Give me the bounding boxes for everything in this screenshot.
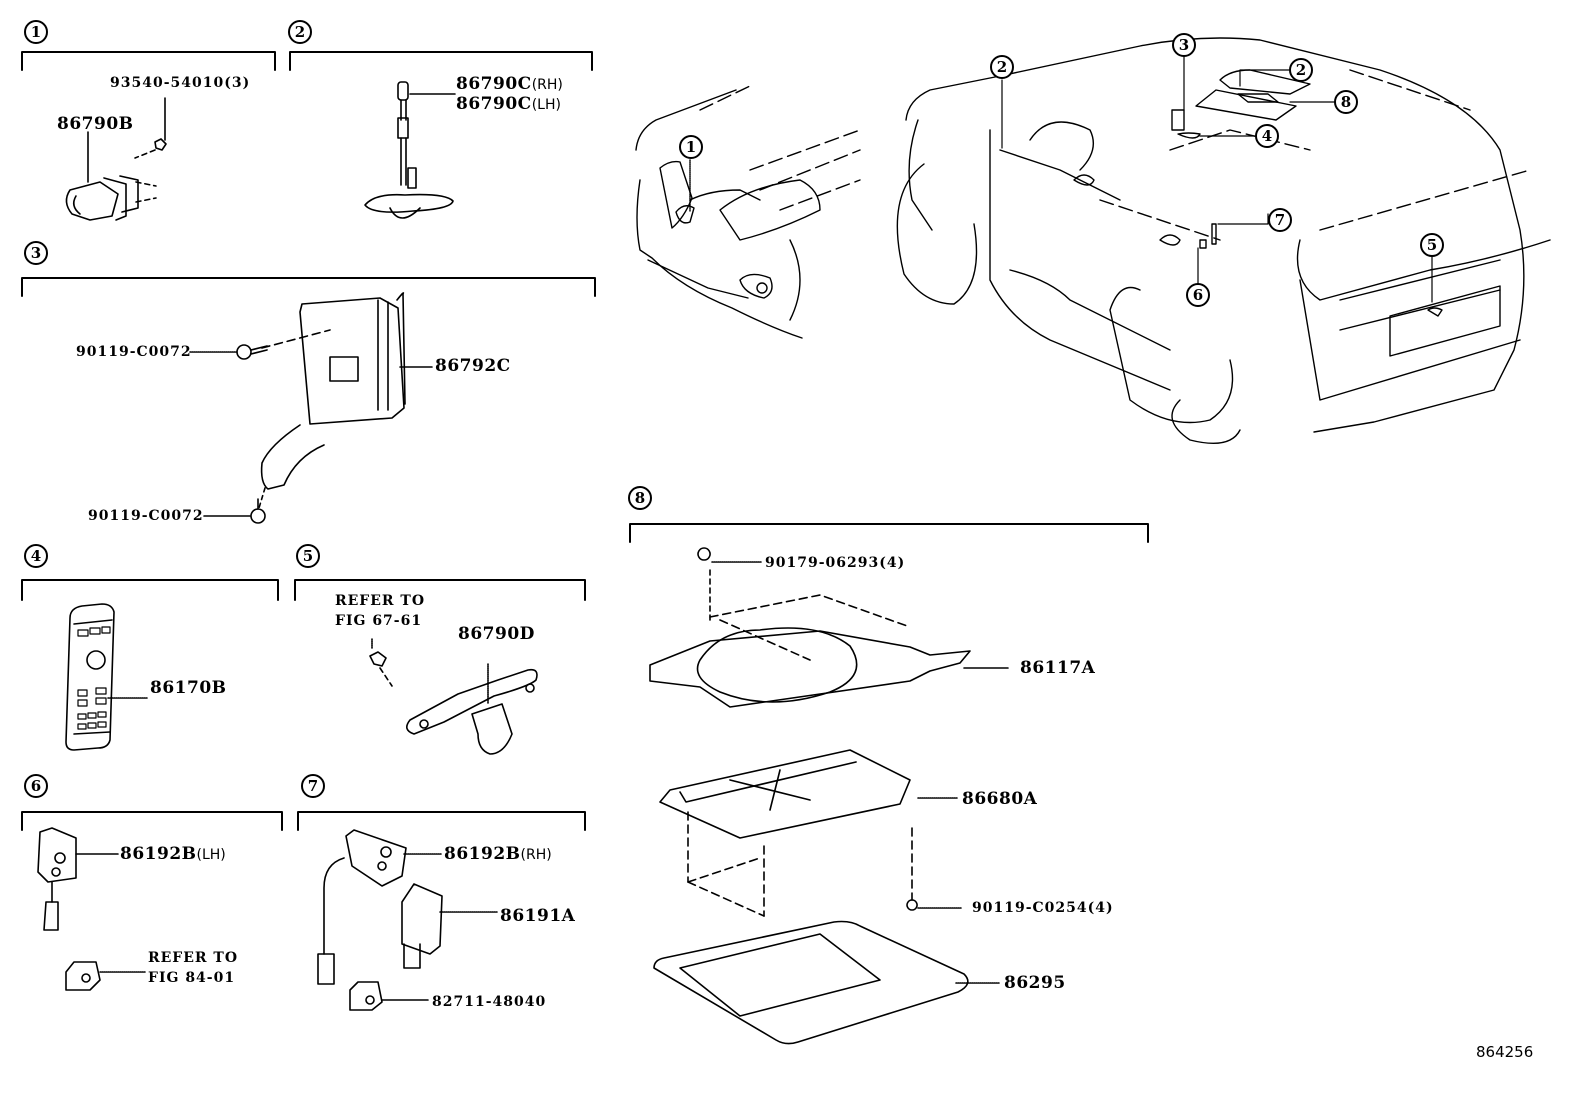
part-label-86790C-lh[interactable]: 86790C(LH) <box>456 96 561 113</box>
group-callout-7: 7 <box>301 774 325 798</box>
bracket-5 <box>294 579 586 601</box>
bracket-6 <box>21 811 283 831</box>
front-vehicle-view <box>635 85 861 339</box>
part-label-93540-54010[interactable]: 93540-54010(3) <box>110 76 250 90</box>
part-side: (RH) <box>531 77 563 93</box>
part-number: 86790C <box>456 94 532 114</box>
part-label-86680A[interactable]: 86680A <box>962 789 1038 809</box>
group-brackets <box>21 51 1149 831</box>
part-label-86792C[interactable]: 86792C <box>435 356 511 376</box>
part-label-90179-06293[interactable]: 90179-06293(4) <box>765 556 905 570</box>
bracket-8 <box>629 523 1149 543</box>
group-callout-4: 4 <box>24 544 48 568</box>
reference-line-2: FIG 84-01 <box>148 970 236 986</box>
group-callout-1: 1 <box>24 20 48 44</box>
reference-line-1: REFER TO <box>335 593 426 609</box>
part-number: 93540-54010 <box>110 75 225 91</box>
vehicle-callout-2-rear[interactable]: 2 <box>1289 58 1313 82</box>
vehicle-leader-lines <box>1001 55 1433 303</box>
part-label-86192B-lh[interactable]: 86192B(LH) <box>120 846 226 863</box>
vehicle-callout-5[interactable]: 5 <box>1420 233 1444 257</box>
part-number: 90179-06293 <box>765 555 880 571</box>
group-callout-2: 2 <box>288 20 312 44</box>
group-callout-6: 6 <box>24 774 48 798</box>
rear-vehicle-view <box>896 37 1551 444</box>
part-number: 86192B <box>444 844 521 864</box>
group-callout-5: 5 <box>296 544 320 568</box>
part-side: (LH) <box>196 847 226 863</box>
monitor-assembly-drawing <box>649 547 1009 1045</box>
part-label-90119-C0072-lower[interactable]: 90119-C0072 <box>88 508 204 524</box>
group-callout-8: 8 <box>628 486 652 510</box>
part-label-86295[interactable]: 86295 <box>1004 973 1066 993</box>
reference-label-fig-84-01[interactable]: REFER TO FIG 84-01 <box>148 951 238 985</box>
jack-rh-drawing <box>317 829 499 1011</box>
part-label-90119-C0254[interactable]: 90119-C0254(4) <box>972 901 1114 915</box>
part-label-86191A[interactable]: 86191A <box>500 906 576 926</box>
part-side: (RH) <box>520 847 552 863</box>
front-camera-drawing <box>65 97 167 221</box>
side-camera-drawing <box>364 81 456 219</box>
part-label-86192B-rh[interactable]: 86192B(RH) <box>444 846 552 863</box>
part-label-86790C-rh[interactable]: 86790C(RH) <box>456 76 563 93</box>
group-callout-3: 3 <box>24 241 48 265</box>
vehicle-callout-8[interactable]: 8 <box>1334 90 1358 114</box>
vehicle-callout-6[interactable]: 6 <box>1186 283 1210 307</box>
reference-line-2: FIG 67-61 <box>335 613 423 629</box>
rear-camera-drawing <box>369 637 538 755</box>
vehicle-callout-7[interactable]: 7 <box>1268 208 1292 232</box>
bracket-2 <box>289 51 593 71</box>
part-number: 90119-C0254 <box>972 900 1088 916</box>
part-number: 86790C <box>456 74 532 94</box>
part-qty: (4) <box>879 555 906 571</box>
bracket-1 <box>21 51 276 71</box>
part-label-86117A[interactable]: 86117A <box>1020 658 1096 678</box>
part-label-86170B[interactable]: 86170B <box>150 678 227 698</box>
part-label-86790B[interactable]: 86790B <box>57 114 134 134</box>
part-qty: (4) <box>1087 900 1114 916</box>
remote-drawing <box>65 603 149 751</box>
figure-number: 864256 <box>1476 1043 1534 1061</box>
bracket-3 <box>21 277 596 297</box>
part-label-90119-C0072-upper[interactable]: 90119-C0072 <box>76 344 192 360</box>
part-number: 86192B <box>120 844 197 864</box>
part-label-82711-48040[interactable]: 82711-48040 <box>432 994 547 1010</box>
part-qty: (3) <box>224 75 251 91</box>
vehicle-callout-3[interactable]: 3 <box>1172 33 1196 57</box>
vehicle-callout-4[interactable]: 4 <box>1255 124 1279 148</box>
reference-line-1: REFER TO <box>148 950 239 966</box>
part-label-86790D[interactable]: 86790D <box>458 624 535 644</box>
vehicle-callout-1[interactable]: 1 <box>679 135 703 159</box>
part-side: (LH) <box>531 97 561 113</box>
bracket-7 <box>297 811 586 831</box>
bracket-4 <box>21 579 279 601</box>
reference-label-fig-67-61[interactable]: REFER TO FIG 67-61 <box>335 594 425 628</box>
jack-lh-drawing <box>37 827 147 991</box>
vehicle-callout-2-front[interactable]: 2 <box>990 55 1014 79</box>
control-module-drawing <box>189 292 433 524</box>
